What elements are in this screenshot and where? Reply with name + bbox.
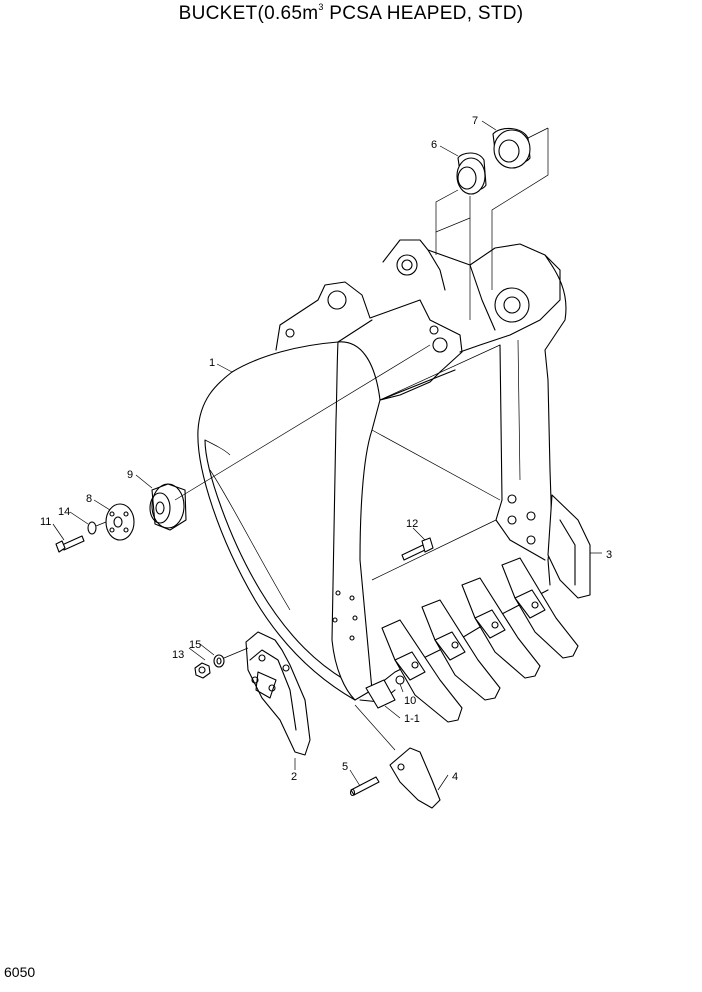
side-plate-part-3 <box>547 494 591 599</box>
callout-9: 9 <box>127 469 133 481</box>
title-prefix: BUCKET(0.65m <box>178 3 319 24</box>
bushing-part-6 <box>456 152 487 195</box>
callout-1: 1 <box>209 357 215 369</box>
boss-part-9 <box>149 483 187 531</box>
bolt-part-11 <box>55 535 85 553</box>
callout-6: 6 <box>431 139 437 151</box>
callout-14: 14 <box>58 506 70 518</box>
washer-part-15 <box>213 654 225 668</box>
callout-5: 5 <box>342 761 348 773</box>
title-superscript: 3 <box>318 2 324 12</box>
leader-lines <box>52 120 602 791</box>
bushing-part-7 <box>492 127 531 169</box>
pin-part-5 <box>349 776 380 797</box>
bolt-part-12 <box>401 537 434 561</box>
washer-plate-part-8 <box>105 503 135 541</box>
callout-1-1: 1-1 <box>404 713 420 725</box>
callout-15: 15 <box>189 639 201 651</box>
callout-2: 2 <box>291 771 297 783</box>
callout-4: 4 <box>452 771 458 783</box>
bucket-teeth <box>381 557 579 723</box>
title-suffix: PCSA HEAPED, STD) <box>323 3 524 24</box>
callout-13: 13 <box>172 649 184 661</box>
tooth-part-4 <box>354 704 441 809</box>
washer-part-14 <box>87 521 97 535</box>
page-number: 6050 <box>4 964 36 980</box>
bucket-body <box>197 239 567 703</box>
diagram-title: BUCKET(0.65m3 PCSA HEAPED, STD) <box>0 2 702 25</box>
side-cutter-part-2 <box>245 631 311 756</box>
assembly-guide-lines <box>435 127 549 320</box>
nut-part-13 <box>194 662 211 679</box>
tooth-adapter-1-1 <box>365 675 405 709</box>
callout-3: 3 <box>606 549 612 561</box>
side-plate-bolt-holes <box>332 494 536 641</box>
callout-10: 10 <box>404 695 416 707</box>
callout-8: 8 <box>86 493 92 505</box>
callout-labels: 1 1-1 2 3 4 5 6 7 8 9 10 11 12 13 14 15 <box>40 115 612 783</box>
callout-7: 7 <box>472 115 478 127</box>
callout-11: 11 <box>40 516 51 528</box>
callout-12: 12 <box>406 518 418 530</box>
